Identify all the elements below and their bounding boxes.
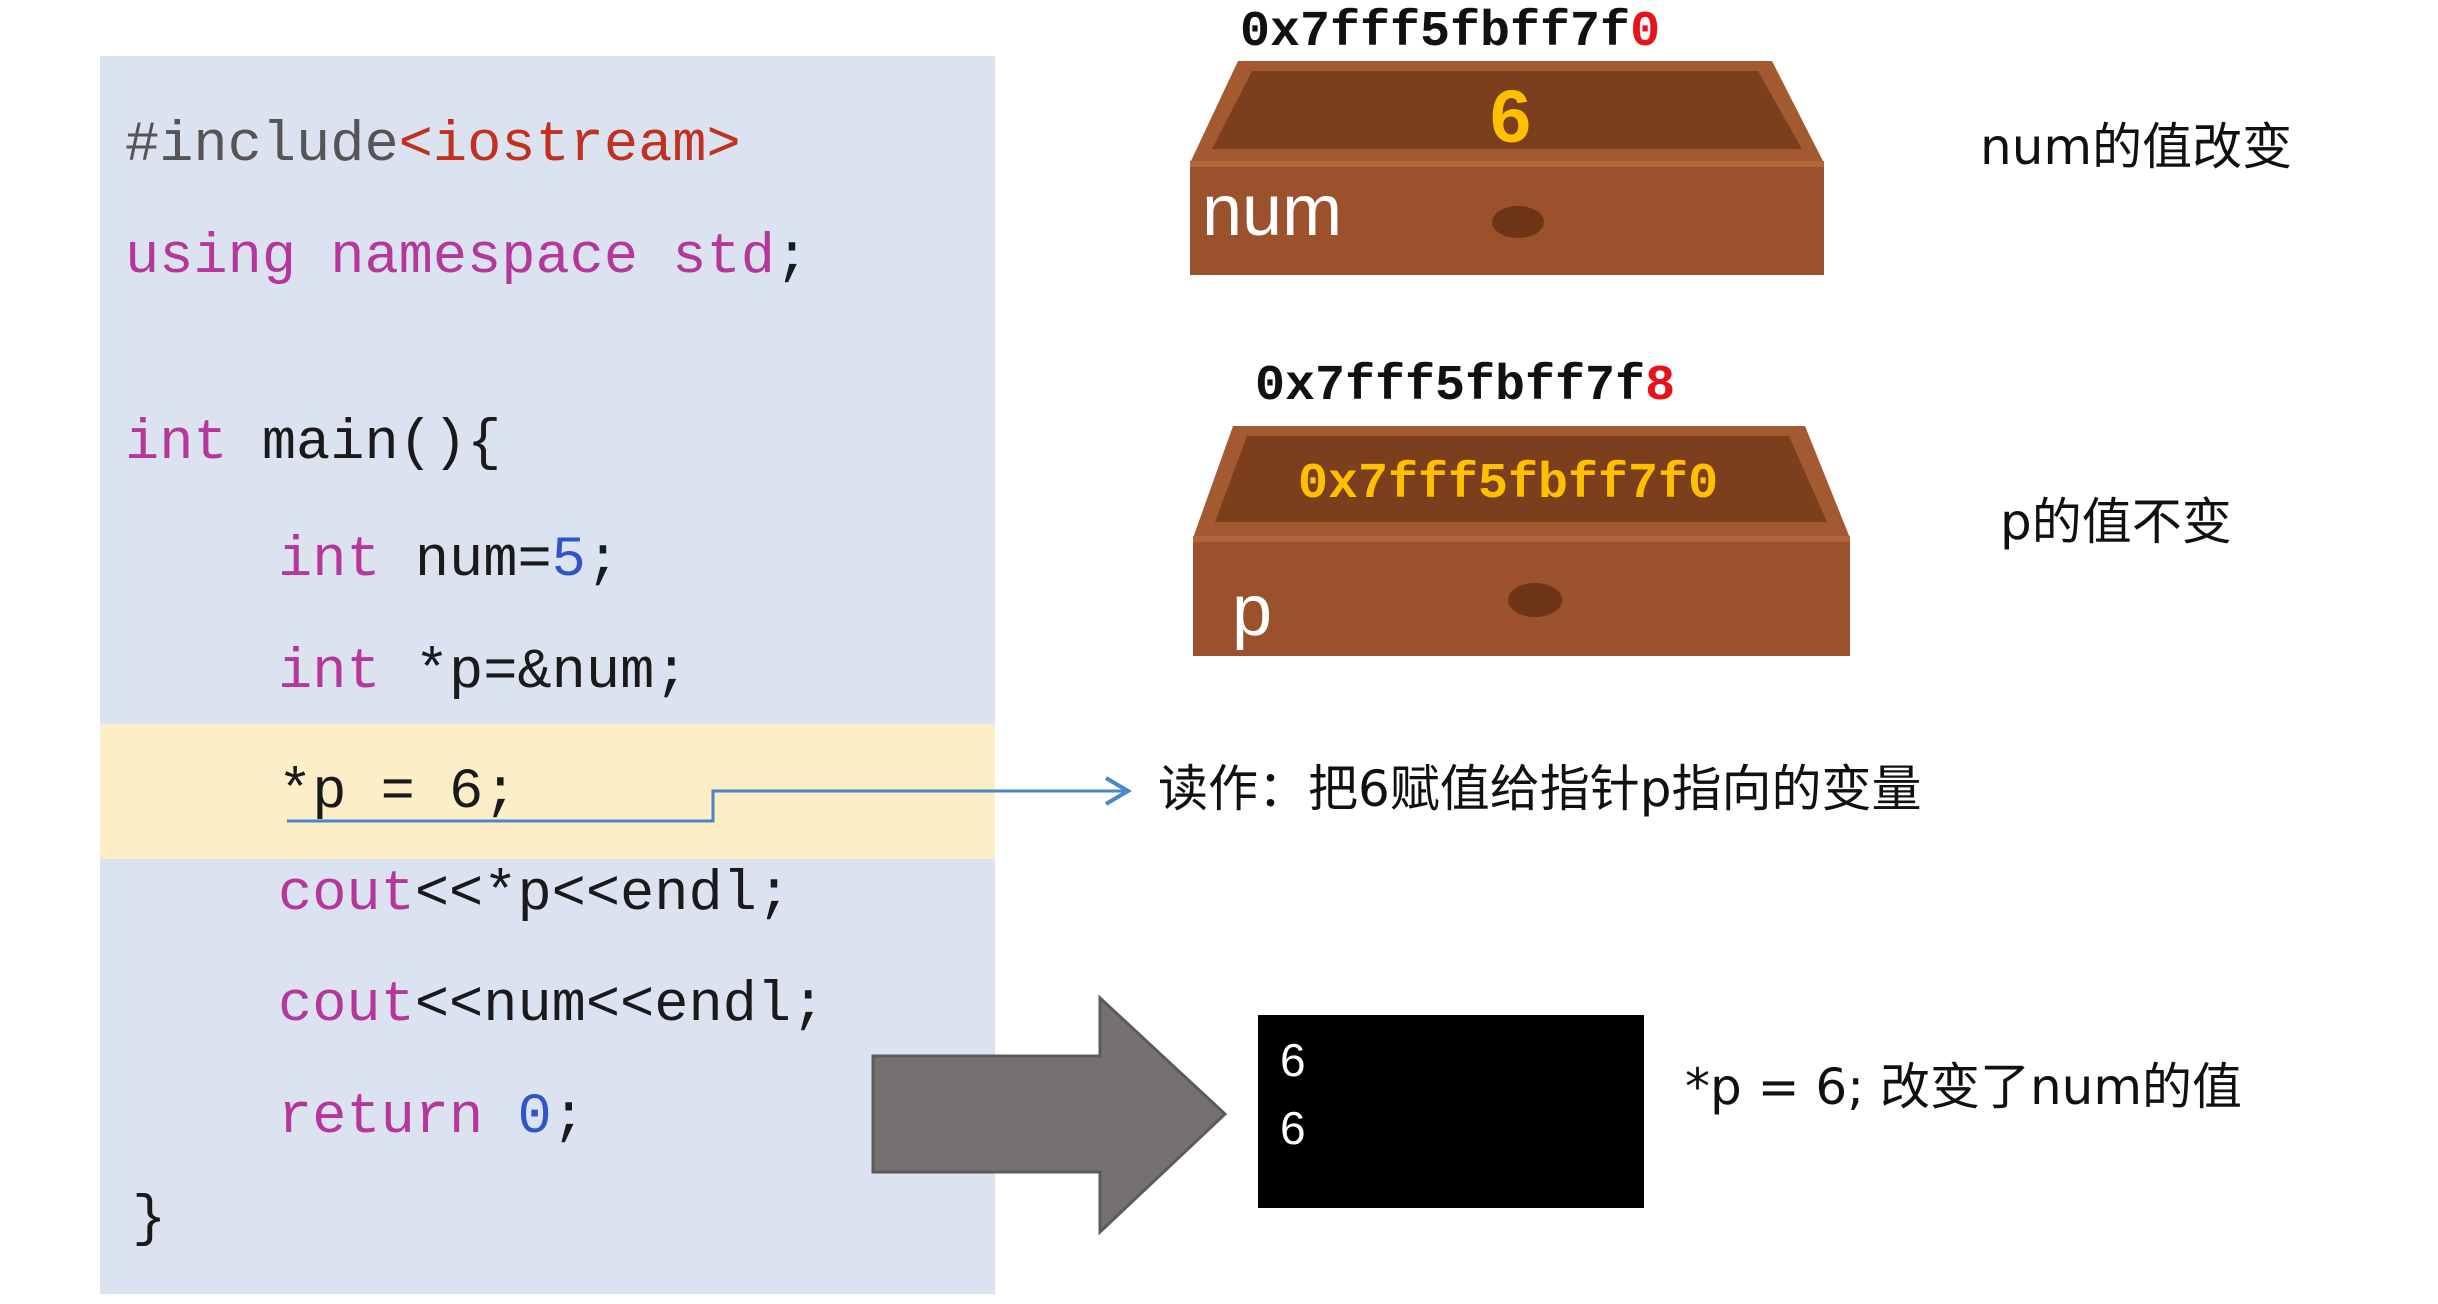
cout-expr: <<*p<<endl; [414,863,792,927]
include-header: <iostream> [398,114,741,178]
semicolon: ; [774,226,810,290]
num-box-value: 6 [1490,75,1532,158]
int-keyword: int [278,641,381,705]
num-box-knob-icon [1492,206,1544,238]
num-box-label: num [1202,171,1343,251]
num-box-drawer [1190,61,1824,275]
p-address-prefix: 0x7fff5fbff7f [1255,358,1646,415]
main-signature: main(){ [227,412,502,476]
console-output: 6 6 [1258,1015,1644,1208]
cout-keyword: cout [278,974,415,1038]
num-literal: 5 [551,529,586,593]
num-address-last-digit: 0 [1630,4,1661,61]
console-note: *p = 6; 改变了num的值 [1685,1058,2243,1116]
console-line-1: 6 [1280,1034,1306,1086]
return-value: 0 [517,1086,552,1150]
code-line-pointer-decl: int *p=&num; [278,645,688,702]
code-line-main: int main(){ [125,416,501,473]
num-assign: num= [380,529,552,593]
int-keyword: int [278,529,381,593]
code-line-return: return 0; [278,1090,586,1147]
cout-keyword: cout [278,863,415,927]
p-box-note: p的值不变 [2000,493,2232,551]
pointer-connector-line [287,789,1124,823]
p-box-drawer [1193,426,1850,656]
code-line-cout-p: cout<<*p<<endl; [278,867,791,924]
pointer-arrowhead-icon [1104,776,1132,806]
num-address-prefix: 0x7fff5fbff7f [1240,4,1631,61]
code-panel [100,56,995,1294]
int-keyword: int [125,412,228,476]
p-address: 0x7fff5fbff7f8 [1255,362,1675,412]
p-address-last-digit: 8 [1645,358,1676,415]
num-box-inner [1212,71,1802,149]
include-directive: #include [125,114,399,178]
big-right-arrow-icon [871,994,1228,1236]
p-box-value: 0x7fff5fbff7f0 [1298,456,1719,513]
code-line-using: using namespace std; [125,230,809,287]
console-line-2: 6 [1280,1102,1306,1154]
code-line-cout-num: cout<<num<<endl; [278,978,825,1035]
return-keyword: return [278,1086,484,1150]
num-box-note: num的值改变 [1980,118,2293,176]
code-line-deref-assign: *p = 6; [278,761,518,825]
semicolon: ; [585,529,621,593]
cout-expr: <<num<<endl; [414,974,826,1038]
p-box-inner [1215,436,1827,522]
p-box-label: p [1232,571,1273,651]
pointer-assign: *p=&num; [380,641,689,705]
using-statement: using namespace std [125,226,775,290]
num-address: 0x7fff5fbff7f0 [1240,8,1660,58]
p-box-knob-icon [1508,583,1562,617]
code-line-close-brace: } [132,1188,167,1252]
semicolon: ; [551,1086,586,1150]
deref-explanation: 读作：把6赋值给指针p指向的变量 [1158,760,1922,818]
code-line-num-decl: int num=5; [278,533,620,590]
code-line-include: #include<iostream> [125,118,741,175]
